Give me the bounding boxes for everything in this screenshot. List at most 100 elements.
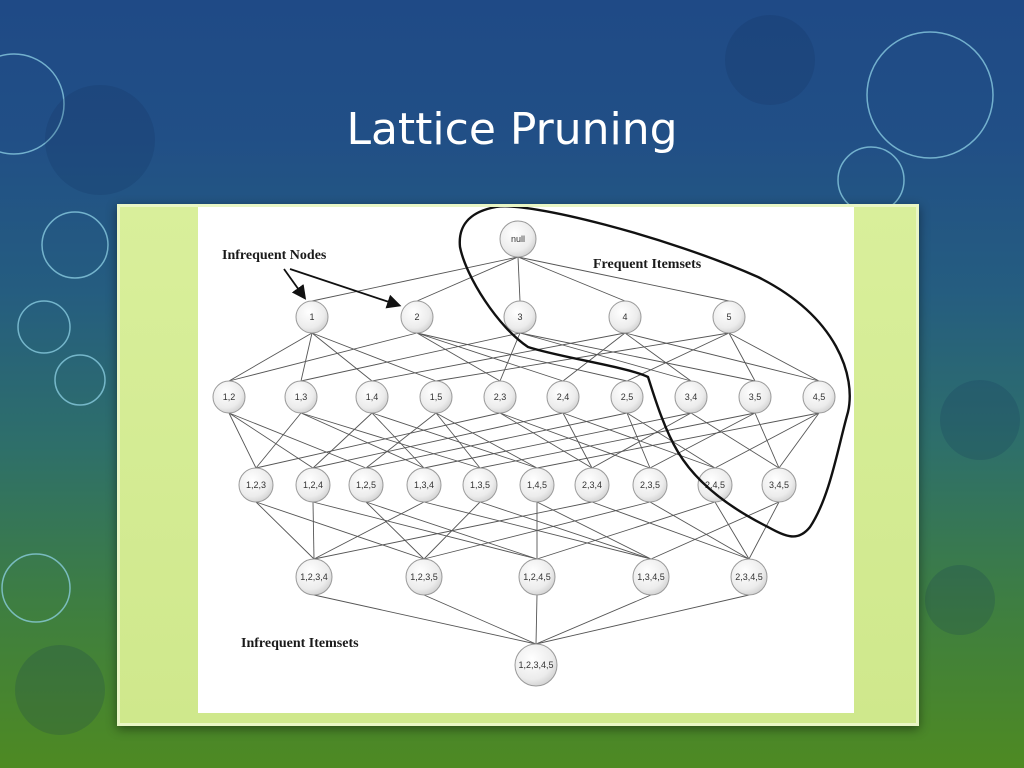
node-label: 1,4,5 (527, 480, 547, 490)
edge-3-to-3,5 (519, 332, 756, 382)
edge-1,3-to-1,3,5 (300, 412, 481, 469)
lattice-node-3-4: 3,4 (674, 380, 708, 414)
lattice-node-1-5: 1,5 (419, 380, 453, 414)
node-label: 3,4 (685, 392, 698, 402)
slide-title: Lattice Pruning (346, 104, 678, 155)
node-label: 1 (309, 312, 314, 322)
edge-3,5-to-1,3,5 (479, 412, 756, 469)
node-circle (295, 467, 331, 503)
edge-2,3-to-1,2,3 (255, 412, 501, 469)
node-circle (483, 380, 517, 414)
node-label: 2,5 (621, 392, 634, 402)
lattice-node-null: null (499, 220, 537, 258)
node-label: 1,4 (366, 392, 379, 402)
node-circle (712, 300, 746, 334)
arrow-to-node-1 (283, 268, 307, 300)
lattice-node-3-4-5: 3,4,5 (761, 467, 797, 503)
edge-4-to-2,4 (562, 332, 626, 382)
edge-2,3,5-to-2,3,4,5 (649, 501, 750, 560)
lattice-node-1-4-5: 1,4,5 (519, 467, 555, 503)
edge-2-to-2,5 (416, 332, 628, 382)
lattice-node-1-2-3-4-5: 1,2,3,4,5 (514, 643, 558, 687)
arrow-to-node-2 (289, 268, 402, 309)
node-label: 1,2,3 (246, 480, 266, 490)
node-circle (514, 643, 558, 687)
node-label: 1,3,4 (414, 480, 434, 490)
edge-1,4-to-1,3,4 (371, 412, 425, 469)
lattice-node-2-3-4-5: 2,3,4,5 (730, 558, 768, 596)
edge-2,4-to-2,3,4 (562, 412, 593, 469)
node-label: 1,2,3,5 (410, 572, 438, 582)
edge-1,2,4-to-1,2,4,5 (312, 501, 538, 560)
edge-4-to-1,4 (371, 332, 626, 382)
node-label: 4,5 (813, 392, 826, 402)
node-circle (400, 300, 434, 334)
node-circle (546, 380, 580, 414)
node-label: 2,3,5 (640, 480, 660, 490)
lattice-node-2-3-4: 2,3,4 (574, 467, 610, 503)
node-circle (802, 380, 836, 414)
node-circle (503, 300, 537, 334)
node-circle (608, 300, 642, 334)
lattice-node-5: 5 (712, 300, 746, 334)
lattice-node-1-3: 1,3 (284, 380, 318, 414)
edge-3-to-3,4 (519, 332, 692, 382)
edge-3-to-1,3 (300, 332, 521, 382)
lattice-node-1-2-4-5: 1,2,4,5 (518, 558, 556, 596)
edge-1,4,5-to-1,3,4,5 (536, 501, 652, 560)
node-circle (405, 558, 443, 596)
edge-2,3,4,5-to-1,2,3,4,5 (535, 594, 750, 645)
edge-3,4,5-to-2,3,4,5 (748, 501, 780, 560)
edge-5-to-4,5 (728, 332, 820, 382)
edge-2-to-1,2 (228, 332, 418, 382)
edge-null-to-1 (311, 256, 519, 302)
edge-null-to-2 (416, 256, 519, 302)
edge-1,2-to-1,2,3 (228, 412, 257, 469)
edge-1-to-1,4 (311, 332, 373, 382)
edge-1-to-1,2 (228, 332, 313, 382)
lattice-node-1-2-3-5: 1,2,3,5 (405, 558, 443, 596)
node-label: 1,3 (295, 392, 308, 402)
node-circle (519, 467, 555, 503)
node-circle (738, 380, 772, 414)
lattice-node-1-2: 1,2 (212, 380, 246, 414)
node-label: 1,2,5 (356, 480, 376, 490)
node-circle (284, 380, 318, 414)
node-circle (295, 300, 329, 334)
lattice-node-2-3-5: 2,3,5 (632, 467, 668, 503)
edge-3-to-2,3 (499, 332, 521, 382)
node-circle (238, 467, 274, 503)
node-label: 3 (517, 312, 522, 322)
edge-2,4-to-2,4,5 (562, 412, 716, 469)
node-label: 4 (622, 312, 627, 322)
lattice-node-4: 4 (608, 300, 642, 334)
edge-2,3,4-to-2,3,4,5 (591, 501, 750, 560)
node-label: 1,5 (430, 392, 443, 402)
edge-2,3,4-to-1,2,3,4 (313, 501, 593, 560)
edge-1,3,4-to-1,2,3,4 (313, 501, 425, 560)
edge-3,4-to-1,3,4 (423, 412, 692, 469)
edge-1,2,3,4-to-1,2,3,4,5 (313, 594, 537, 645)
infrequent-itemsets-label: Infrequent Itemsets (241, 636, 359, 651)
lattice-node-3: 3 (503, 300, 537, 334)
edge-3,4,5-to-1,3,4,5 (650, 501, 780, 560)
edge-null-to-4 (517, 256, 626, 302)
edge-2,5-to-2,3,5 (626, 412, 651, 469)
node-circle (295, 558, 333, 596)
edge-1,3-to-1,3,4 (300, 412, 425, 469)
lattice-node-1: 1 (295, 300, 329, 334)
lattice-node-1-2-3-4: 1,2,3,4 (295, 558, 333, 596)
edge-2-to-2,4 (416, 332, 564, 382)
node-label: 2,3 (494, 392, 507, 402)
edge-1,2,3-to-1,2,3,4 (255, 501, 315, 560)
node-circle (632, 467, 668, 503)
lattice-node-3-5: 3,5 (738, 380, 772, 414)
edge-2,4-to-1,2,4 (312, 412, 564, 469)
edge-1,5-to-1,4,5 (435, 412, 538, 469)
edge-1,2,4-to-1,2,3,4 (312, 501, 315, 560)
edge-1,2,4,5-to-1,2,3,4,5 (535, 594, 538, 645)
edge-3,5-to-2,3,5 (649, 412, 756, 469)
node-circle (348, 467, 384, 503)
lattice-node-1-2-5: 1,2,5 (348, 467, 384, 503)
